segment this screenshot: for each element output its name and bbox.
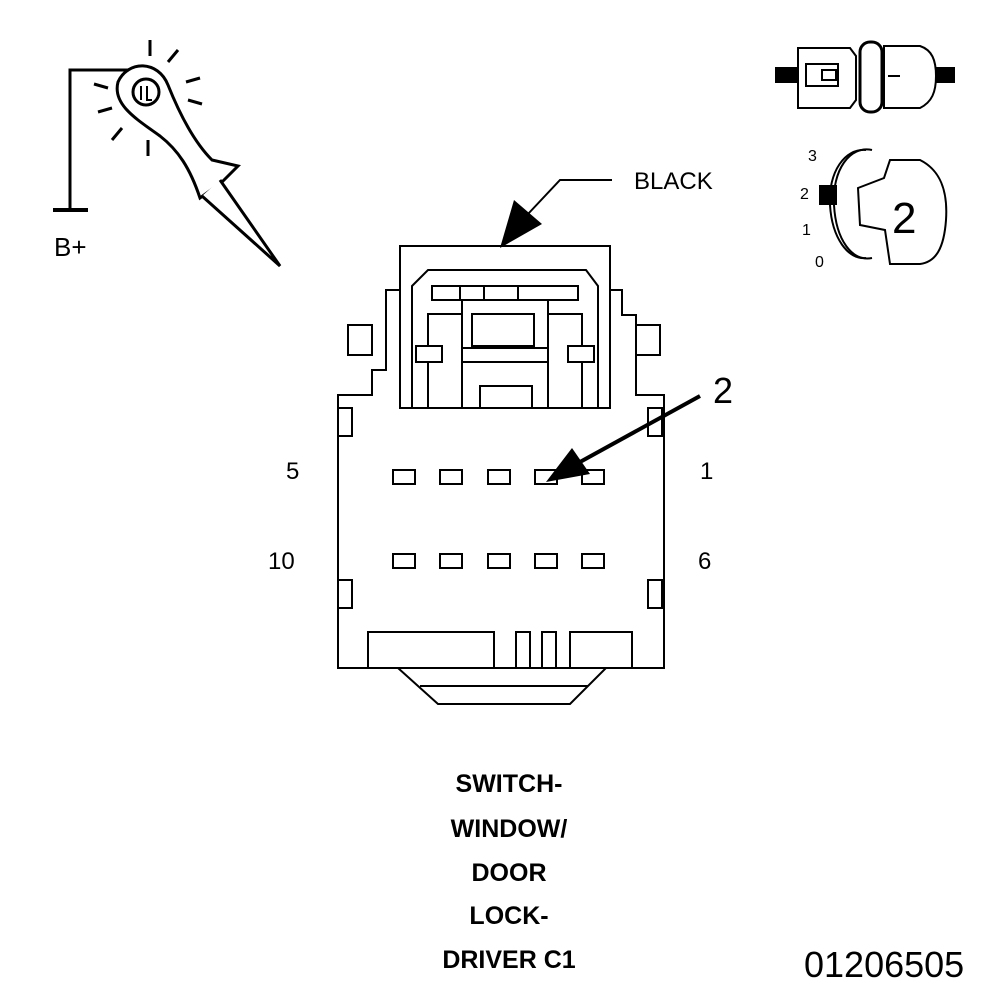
dial-position-3: 3: [808, 148, 817, 165]
pin-callout-arrow: [546, 394, 701, 482]
caption-line-2: WINDOW/: [450, 815, 568, 843]
pin-cavity-3: [487, 469, 511, 485]
dial-icon: [819, 148, 948, 265]
connector-view-icon: [775, 40, 955, 114]
dial-position-1: 1: [802, 222, 811, 239]
dial-position-2: 2: [800, 186, 809, 203]
caption-line-5: DRIVER C1: [442, 946, 576, 974]
test-probe-icon: [53, 40, 282, 268]
figure-id: 01206505: [804, 944, 965, 985]
color-leader-arrow: [500, 179, 612, 248]
pin-cavity-8: [487, 553, 511, 569]
caption-line-3: DOOR: [471, 859, 547, 887]
pin-callout-label: 2: [713, 370, 734, 411]
pin-cavity-6: [581, 553, 605, 569]
connector-color-label: BLACK: [634, 168, 713, 195]
pin-cavity-4: [439, 469, 463, 485]
caption-line-1: SWITCH-: [455, 770, 563, 798]
pin-label-bottom-right: 6: [698, 548, 712, 575]
pin-label-top-left: 5: [286, 458, 300, 485]
b-plus-label: B+: [54, 232, 87, 262]
caption-line-4: LOCK-: [469, 902, 549, 930]
dial-position-0: 0: [815, 254, 824, 271]
pin-label-top-right: 1: [700, 458, 714, 485]
pin-cavity-7: [534, 553, 558, 569]
pin-label-bottom-left: 10: [268, 548, 295, 575]
pin-cavity-5: [392, 469, 416, 485]
pin-cavity-9: [439, 553, 463, 569]
pin-cavity-10: [392, 553, 416, 569]
dial-key-label: 2: [892, 194, 917, 243]
